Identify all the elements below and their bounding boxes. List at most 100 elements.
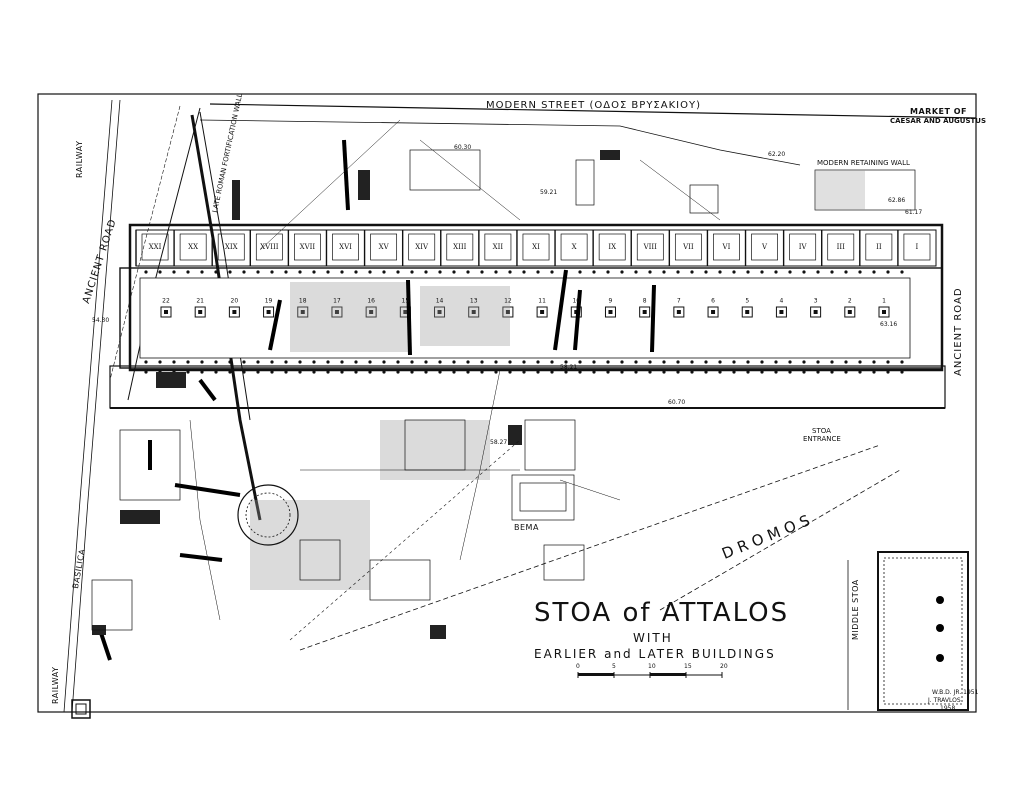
column-base-core — [164, 310, 168, 314]
column-dot — [704, 360, 708, 364]
column-dot — [760, 370, 764, 374]
market-label-line2: CAESAR AND AUGUSTUS — [890, 117, 987, 125]
retaining-wall-label: MODERN RETAINING WALL — [817, 159, 910, 167]
column-dot — [382, 270, 386, 274]
column-dot — [242, 360, 246, 364]
column-base — [673, 306, 685, 318]
column-base — [741, 306, 753, 318]
shop-numeral: XVIII — [260, 243, 279, 251]
column-base-core — [676, 310, 681, 314]
column-dot — [494, 270, 498, 274]
column-dot — [536, 360, 540, 364]
column-dot — [718, 360, 722, 364]
column-number: 15 — [401, 297, 410, 305]
column-dot — [592, 370, 596, 374]
shop-room — [674, 233, 702, 261]
column-dot — [564, 370, 568, 374]
column-dot — [326, 360, 330, 364]
column-dot — [354, 370, 358, 374]
column-dot — [634, 270, 638, 274]
column-dot — [312, 360, 316, 364]
column-dot — [578, 270, 582, 274]
shop-numeral: XIV — [415, 243, 429, 251]
title-line2: WITH — [633, 631, 673, 645]
scale-tick-label: 5 — [612, 663, 616, 670]
column-number: 7 — [676, 297, 681, 305]
credit-line3: 1958 — [940, 705, 956, 712]
scale-tick-label: 0 — [576, 663, 580, 670]
column-dot — [816, 360, 820, 364]
shop-numeral: I — [915, 243, 919, 251]
column-dot — [284, 370, 288, 374]
shop-room — [560, 233, 588, 261]
column-number: 11 — [538, 297, 546, 305]
column-base — [775, 306, 787, 318]
shop-numeral: X — [571, 243, 577, 251]
column-dot — [676, 370, 680, 374]
column-dot — [648, 360, 652, 364]
shop-room — [903, 233, 931, 261]
column-dot — [228, 370, 232, 374]
column-dot — [270, 360, 274, 364]
column-dot — [158, 270, 162, 274]
scale-tick-label: 20 — [720, 663, 728, 670]
column-base — [502, 306, 514, 318]
modern-street-label: MODERN STREET (ΟΔΟΣ ΒΡΥΣΑΚΙΟΥ) — [486, 100, 701, 111]
column-base-core — [779, 310, 784, 314]
column-dot — [312, 270, 316, 274]
shop-numeral: II — [876, 243, 882, 251]
column-dot — [690, 270, 694, 274]
column-dot — [452, 370, 456, 374]
column-base-core — [300, 310, 305, 314]
shop-room — [179, 233, 207, 261]
column-dot — [746, 360, 750, 364]
column-dot — [816, 370, 820, 374]
credit-line2: J. TRAVLOS — [928, 697, 961, 704]
shop-room — [865, 233, 893, 261]
column-dot — [900, 360, 904, 364]
shop-numeral: III — [836, 243, 845, 251]
column-base — [160, 306, 172, 318]
column-dot — [648, 370, 652, 374]
column-dot — [802, 370, 806, 374]
column-dot — [396, 270, 400, 274]
column-dot — [438, 270, 442, 274]
column-dot — [410, 360, 414, 364]
column-dot — [480, 270, 484, 274]
column-dot — [676, 360, 680, 364]
shop-room — [713, 233, 740, 261]
shop-room — [598, 233, 626, 261]
column-dot — [354, 270, 358, 274]
shop-room — [751, 233, 778, 261]
column-dot — [774, 360, 778, 364]
elevation-mark: 61.17 — [905, 209, 923, 216]
shop-numeral: XIX — [224, 243, 238, 251]
shop-numeral: VI — [722, 243, 731, 251]
column-dot — [662, 270, 666, 274]
column-dot — [886, 370, 890, 374]
column-dot — [634, 360, 638, 364]
column-dot — [214, 360, 218, 364]
column-dot — [620, 370, 624, 374]
column-dot — [788, 360, 792, 364]
column-dot — [606, 370, 610, 374]
column-dot — [550, 370, 554, 374]
column-dot — [452, 360, 456, 364]
ancient-road-right-label: ANCIENT ROAD — [953, 287, 964, 376]
column-dot — [522, 370, 526, 374]
column-base — [707, 306, 719, 318]
column-dot — [158, 360, 162, 364]
column-dot — [844, 370, 848, 374]
column-dot — [382, 360, 386, 364]
column-dot — [816, 270, 820, 274]
column-base-core — [608, 310, 613, 314]
column-dot — [788, 270, 792, 274]
column-number: 1 — [882, 297, 886, 305]
column-dot — [606, 270, 610, 274]
shop-room — [827, 233, 855, 261]
column-number: 13 — [469, 297, 478, 305]
column-base-core — [505, 310, 510, 314]
column-dot — [284, 360, 288, 364]
shop-room — [408, 233, 436, 261]
column-dot — [746, 370, 750, 374]
